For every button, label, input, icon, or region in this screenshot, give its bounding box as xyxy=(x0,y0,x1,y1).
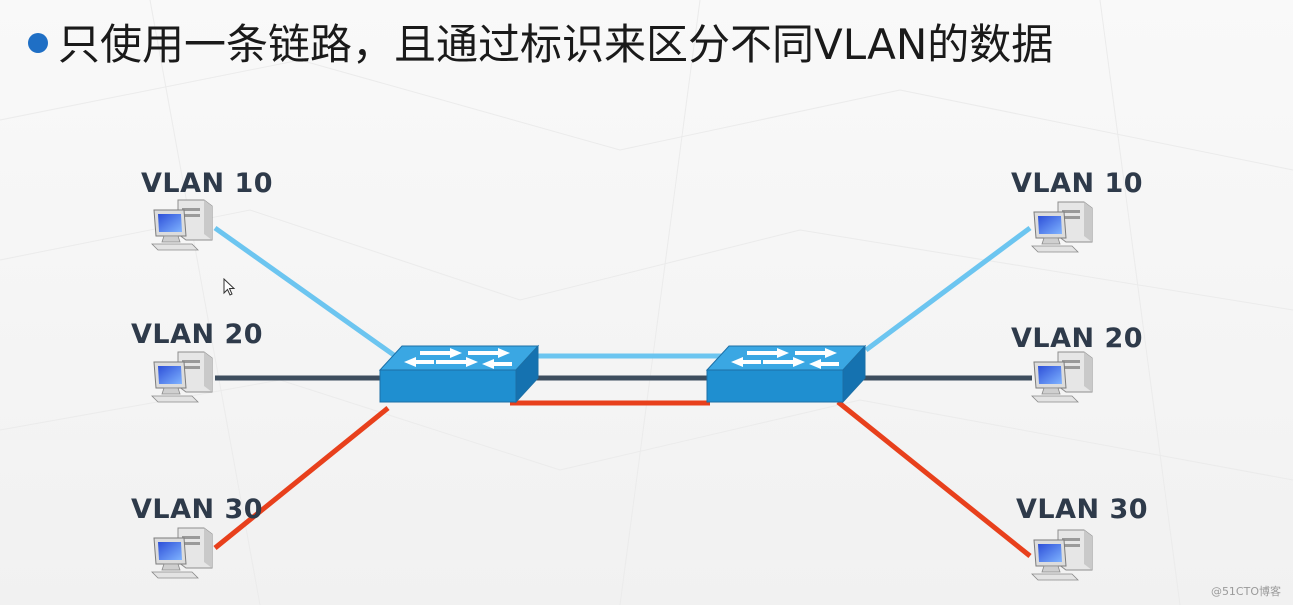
link-left-vlan10 xyxy=(213,225,400,361)
right-vlan10-label: VLAN 10 xyxy=(1011,168,1144,199)
right-pc-vlan20-icon xyxy=(1031,351,1093,403)
left-pc-vlan10-icon xyxy=(151,199,213,251)
left-vlan30-label: VLAN 30 xyxy=(131,494,264,525)
slide-title-text: 只使用一条链路，且通过标识来区分不同VLAN的数据 xyxy=(58,19,1054,69)
right-pc-vlan30-icon xyxy=(1031,529,1093,581)
link-right-vlan10 xyxy=(864,225,1032,353)
left-vlan20-label: VLAN 20 xyxy=(131,319,264,350)
link-left-vlan30 xyxy=(213,406,390,550)
left-pc-vlan20-icon xyxy=(151,351,213,403)
right-pc-vlan10-icon xyxy=(1031,201,1093,253)
right-vlan30-label: VLAN 30 xyxy=(1016,494,1149,525)
watermark: @51CTO博客 xyxy=(1210,585,1281,598)
right-switch-icon xyxy=(706,345,866,403)
right-vlan20-label: VLAN 20 xyxy=(1011,323,1144,354)
bullet-icon xyxy=(28,33,48,53)
left-pc-vlan30-icon xyxy=(151,527,213,579)
link-right-vlan30 xyxy=(836,400,1032,558)
left-vlan10-label: VLAN 10 xyxy=(141,168,274,199)
slide-title: 只使用一条链路，且通过标识来区分不同VLAN的数据 xyxy=(28,6,1053,76)
mouse-cursor-icon xyxy=(223,278,236,296)
left-switch-icon xyxy=(379,345,539,403)
